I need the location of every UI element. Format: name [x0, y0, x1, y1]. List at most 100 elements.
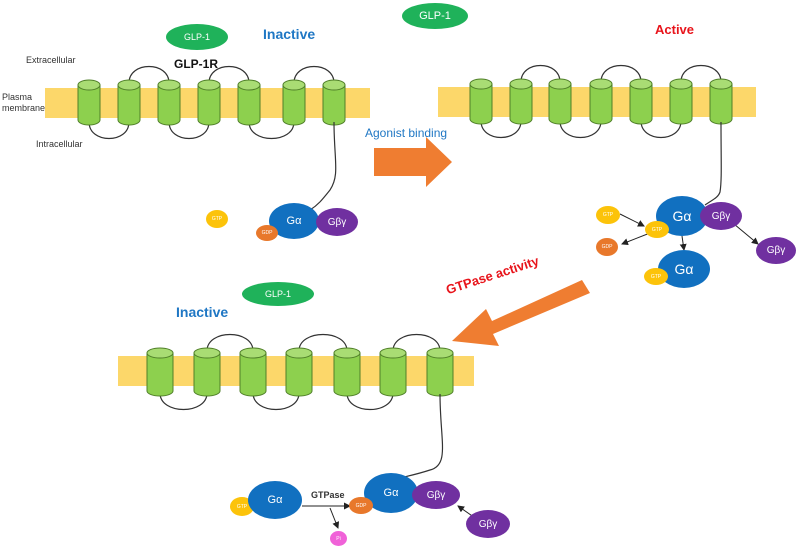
panel2-receptor-helix-top-4	[589, 78, 613, 90]
g-alpha-dissociation-arrow	[679, 235, 687, 251]
panel1-receptor-helix-7	[322, 85, 346, 126]
panel1-receptor-helix-top-2	[117, 79, 141, 91]
panel2-state-title: Active	[655, 22, 695, 37]
panel3-receptor-extracellular-loop-2	[206, 333, 254, 352]
panel3-receptor-intracellular-loop-5	[346, 392, 394, 411]
gdp-released-panel2: GDP	[596, 238, 618, 256]
plasma-membrane-label-line1: Plasma	[2, 92, 33, 102]
g-alpha-free-panel2: Gα	[658, 250, 710, 288]
pi-panel3: Pi	[330, 531, 347, 546]
panel2-receptor-intracellular-loop-5	[640, 120, 682, 139]
panel2-receptor-helix-6	[669, 84, 693, 125]
panel3-receptor-extracellular-loop-4	[298, 333, 348, 352]
agonist-binding-arrow	[374, 137, 452, 187]
panel2-receptor-intracellular-loop-3	[559, 120, 602, 139]
panel2-receptor-helix-7	[709, 84, 733, 125]
panel1-receptor-extracellular-loop-4	[208, 65, 250, 84]
gtp-binding-arrow	[619, 213, 645, 227]
panel3-receptor-helix-top-6	[379, 347, 407, 359]
g-beta-gamma-panel3: Gβγ	[412, 481, 460, 509]
panel1-receptor-helix-top-1	[77, 79, 101, 91]
g-beta-gamma-panel1: Gβγ	[316, 208, 358, 236]
g-beta-gamma-free-panel3: Gβγ	[466, 510, 510, 538]
panel3-receptor-helix-top-2	[193, 347, 221, 359]
panel1-receptor-helix-top-4	[197, 79, 221, 91]
panel3-receptor-helix-5	[333, 353, 361, 397]
panel3-receptor-helix-4	[285, 353, 313, 397]
panel1-receptor-helix-top-5	[237, 79, 261, 91]
panel2-receptor-helix-5	[629, 84, 653, 125]
panel1-receptor-helix-top-3	[157, 79, 181, 91]
panel2-receptor-helix-top-6	[669, 78, 693, 90]
panel2-receptor-intracellular-loop-1	[480, 120, 522, 139]
panel3-state-title: Inactive	[176, 304, 229, 320]
panel1-receptor-extracellular-loop-2	[128, 65, 170, 84]
plasma-membrane-label-line2: membrane	[2, 103, 46, 113]
panel1-receptor-helix-top-7	[322, 79, 346, 91]
panel3-receptor-helix-6	[379, 353, 407, 397]
panel2-receptor-c-terminus	[704, 121, 722, 206]
panel3-receptor-helix-top-5	[333, 347, 361, 359]
gtp-free-panel2: GTP	[644, 268, 668, 285]
panel3-receptor-intracellular-loop-1	[159, 392, 208, 411]
receptor-label: GLP-1R	[174, 57, 219, 71]
panel2-receptor-helix-top-3	[548, 78, 572, 90]
glp1-ligand-panel1: GLP-1	[166, 24, 228, 50]
panel2-receptor-helix-top-1	[469, 78, 493, 90]
panel3-receptor-helix-3	[239, 353, 267, 397]
gtpase-activity-arrow	[452, 280, 590, 346]
panel3-receptor-helix-top-4	[285, 347, 313, 359]
panel3-receptor-helix-1	[146, 353, 174, 397]
panel1-receptor-helix-4	[197, 85, 221, 126]
gtp-bound-panel2: GTP	[645, 221, 669, 238]
panel2-receptor-extracellular-loop-4	[600, 64, 642, 83]
panel1-receptor-helix-2	[117, 85, 141, 126]
panel2-receptor-helix-1	[469, 84, 493, 125]
panel2-receptor-helix-2	[509, 84, 533, 125]
panel1-receptor-intracellular-loop-1	[88, 121, 130, 140]
gdp-panel1: GDP	[256, 225, 278, 241]
gtp-panel1: GTP	[206, 210, 228, 228]
panel1-state-title: Inactive	[263, 26, 316, 42]
panel1-receptor-extracellular-loop-6	[293, 65, 335, 84]
g-beta-gamma-dissociation-arrow	[733, 223, 759, 245]
intracellular-label: Intracellular	[36, 139, 83, 149]
g-beta-gamma-free-panel2: Gβγ	[756, 237, 796, 264]
pi-release-arrow	[329, 507, 340, 529]
gtp-incoming-panel2: GTP	[596, 206, 620, 224]
panel3-receptor-extracellular-loop-6	[392, 333, 441, 352]
extracellular-label: Extracellular	[26, 55, 76, 65]
gdp-release-arrow	[621, 232, 651, 246]
panel3-receptor-helix-7	[426, 353, 454, 397]
panel3-receptor-helix-top-3	[239, 347, 267, 359]
panel1-receptor-intracellular-loop-5	[248, 121, 295, 140]
g-alpha-gdp-panel3: Gα	[364, 473, 418, 513]
panel1-receptor-helix-top-6	[282, 79, 306, 91]
panel1-receptor-helix-3	[157, 85, 181, 126]
panel1-receptor-c-terminus	[309, 121, 337, 211]
panel3-receptor-helix-top-7	[426, 347, 454, 359]
glp1-ligand-panel2: GLP-1	[402, 3, 468, 29]
panel3-receptor-intracellular-loop-3	[252, 392, 300, 411]
panel2-receptor-extracellular-loop-6	[680, 64, 722, 83]
panel2-receptor-helix-3	[548, 84, 572, 125]
panel2-receptor-helix-4	[589, 84, 613, 125]
panel1-receptor-helix-6	[282, 85, 306, 126]
gtpase-label: GTPase	[311, 490, 345, 500]
panel3-receptor-helix-top-1	[146, 347, 174, 359]
g-beta-gamma-panel2: Gβγ	[700, 202, 742, 230]
panel2-receptor-helix-top-5	[629, 78, 653, 90]
panel1-receptor-helix-1	[77, 85, 101, 126]
g-alpha-panel3: Gα	[248, 481, 302, 519]
agonist-binding-label: Agonist binding	[365, 126, 448, 140]
panel2-receptor-helix-top-2	[509, 78, 533, 90]
panel1-receptor-helix-5	[237, 85, 261, 126]
glp1-ligand-panel3: GLP-1	[242, 282, 314, 306]
panel3-receptor-c-terminus	[399, 393, 444, 479]
panel3-receptor-helix-2	[193, 353, 221, 397]
panel2-receptor-extracellular-loop-2	[520, 64, 561, 83]
panel2-receptor-helix-top-7	[709, 78, 733, 90]
gdp-panel3: GDP	[349, 497, 373, 514]
